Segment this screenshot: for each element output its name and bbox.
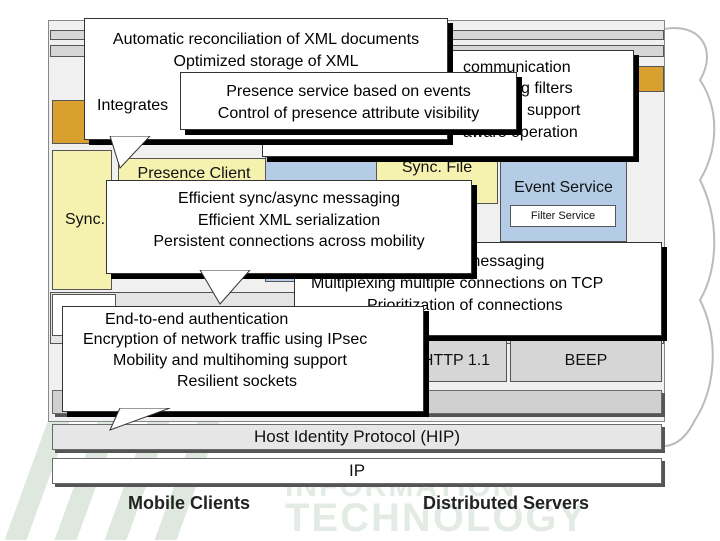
mobile-clients-label: Mobile Clients — [128, 493, 251, 513]
mux-line-2: Multiplexing multiple connections on TCP — [311, 275, 604, 292]
orange-block-right — [630, 66, 664, 92]
mux-line-1: messaging — [467, 253, 545, 270]
sync-block: Sync. — [52, 150, 112, 290]
hip-callout-tail — [109, 408, 171, 431]
presence-line-2: Control of presence attribute visibility — [217, 104, 480, 122]
hip-layer: Host Identity Protocol (HIP) — [52, 424, 662, 450]
sync-line-2: Efficient XML serialization — [197, 211, 381, 229]
integrates-label: Integrates — [97, 97, 169, 114]
comm-line-1: communication — [463, 59, 571, 76]
hip-callout: End-to-end authentication Encryption of … — [62, 306, 424, 412]
ip-label: IP — [348, 461, 366, 480]
sync-callout-tail — [199, 270, 251, 305]
comm-line-3: support — [527, 102, 581, 119]
comm-line-2: g filters — [521, 80, 573, 97]
hip-line-4: Resilient sockets — [177, 373, 298, 390]
beep-block: BEEP — [510, 340, 662, 382]
sync-line-3: Persistent connections across mobility — [153, 233, 425, 250]
hip-line-2: Encryption of network traffic using IPse… — [83, 331, 368, 348]
ip-layer: IP — [52, 458, 662, 484]
presence-callout: Presence service based on events Control… — [180, 72, 517, 130]
watermark-line2: TECHNOLOGY — [285, 496, 588, 540]
hip-line-1: End-to-end authentication — [105, 311, 289, 328]
sync-line-1: Efficient sync/async messaging — [177, 190, 401, 207]
sync-messaging-callout: Efficient sync/async messaging Efficient… — [106, 180, 472, 274]
xml-line-1: Automatic reconciliation of XML document… — [112, 31, 420, 48]
event-service-label: Event Service — [514, 179, 613, 196]
presence-line-1: Presence service based on events — [226, 83, 471, 100]
http-label: HTTP 1.1 — [421, 352, 491, 369]
sync-file-label: Sync. File — [401, 159, 473, 176]
event-service-block: Event Service — [500, 152, 627, 242]
xml-callout-tail — [109, 136, 151, 169]
filter-service-block: Filter Service — [510, 205, 616, 227]
filter-service-label: Filter Service — [530, 210, 596, 222]
presence-client-label: Presence Client — [137, 165, 251, 182]
hip-line-3: Mobility and multihoming support — [113, 352, 347, 369]
sync-label: Sync. — [65, 211, 106, 228]
beep-label: BEEP — [564, 352, 608, 369]
distributed-servers-label: Distributed Servers — [423, 493, 590, 513]
cloud-outline — [649, 27, 716, 447]
xml-line-2: Optimized storage of XML — [173, 52, 359, 70]
hip-label: Host Identity Protocol (HIP) — [254, 427, 460, 446]
